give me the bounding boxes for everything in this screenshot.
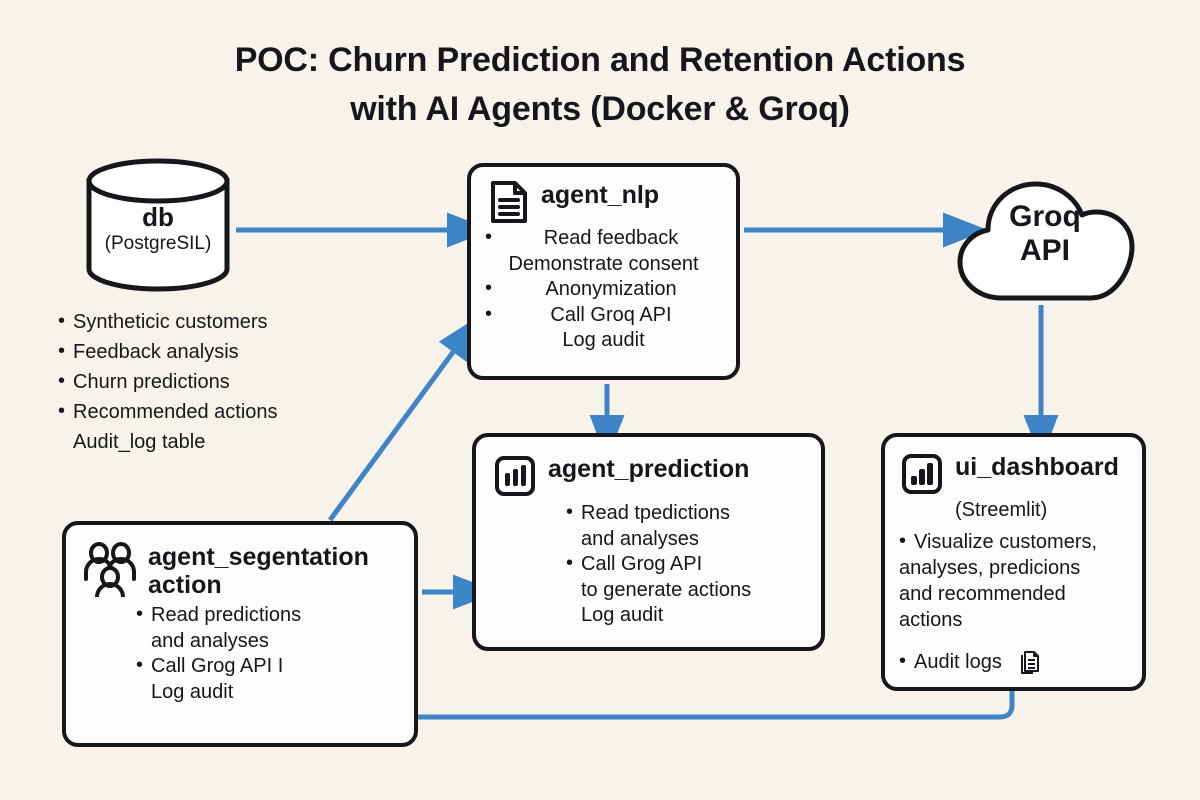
list-item: Recommended actions [58, 396, 388, 427]
agent-segmentation-title: agent_segentation action [148, 543, 369, 599]
list-item: Log audit [581, 604, 664, 627]
audit-logs-label: Audit logs [914, 651, 1002, 673]
list-item: Read predictions [136, 602, 400, 629]
agent-segmentation-header: agent_segentation action [82, 541, 400, 599]
list-item: Syntheticic customers [58, 306, 388, 337]
ui-dashboard-header: ui_dashboard [899, 451, 1130, 497]
database-cylinder-icon [86, 158, 230, 292]
db-name: db [142, 202, 174, 232]
list-item: Feedback analysis [58, 336, 388, 367]
link-agent-segmentation-to-ui-dashboard [418, 691, 1015, 720]
list-item: and recommended [899, 583, 1066, 605]
audit-logs-item: Audit logs [899, 648, 1130, 675]
list-item: to generate actions [581, 578, 752, 601]
node-db[interactable]: db (PostgreSIL) [84, 158, 232, 292]
list-item: actions [899, 609, 963, 631]
list-item: Audit_log table [73, 431, 206, 453]
documents-copy-icon [1018, 650, 1040, 674]
agent-segmentation-bullet-list: Read predictions and analyses Call Grog … [82, 602, 400, 705]
list-item: Anonymization [485, 276, 722, 303]
db-subtitle: (PostgreSIL) [104, 233, 212, 255]
groq-api-label: Groq API [1009, 200, 1081, 267]
agent-nlp-header: agent_nlp [485, 179, 722, 225]
list-item: Churn predictions [58, 366, 388, 397]
list-item: Read tpedictions [566, 500, 805, 527]
node-ui-dashboard[interactable]: ui_dashboard (Streemlit) Visualize custo… [881, 433, 1146, 691]
list-item: Read feedback [485, 225, 722, 252]
list-item: Demonstrate consent [508, 252, 699, 275]
node-agent-segmentation[interactable]: agent_segentation action Read prediction… [62, 521, 418, 747]
ui-dashboard-subtitle: (Streemlit) [955, 499, 1048, 521]
document-icon [485, 179, 531, 225]
agent-prediction-title: agent_prediction [548, 455, 750, 483]
agent-nlp-bullet-list: Read feedback Demonstrate consent Anonym… [485, 225, 722, 354]
node-agent-nlp[interactable]: agent_nlp Read feedback Demonstrate cons… [467, 163, 740, 380]
agent-nlp-title: agent_nlp [541, 181, 660, 209]
ui-dashboard-title: ui_dashboard [955, 453, 1119, 481]
db-label-group: db (PostgreSIL) [84, 202, 232, 256]
list-item: and analyses [151, 629, 269, 652]
list-item: Call Grog API I [136, 653, 400, 680]
page-title: POC: Churn Prediction and Retention Acti… [234, 41, 966, 129]
bar-chart-icon [492, 453, 538, 499]
list-item: Visualize customers, [899, 528, 1130, 555]
bar-chart-filled-icon [899, 451, 945, 497]
db-bullet-list: Syntheticic customers Feedback analysis … [58, 306, 388, 457]
arrow-agent-segmentation-to-agent-nlp [327, 315, 480, 522]
cloud-icon [957, 181, 1135, 301]
list-item: Log audit [151, 680, 234, 703]
node-agent-prediction[interactable]: agent_prediction Read tpedictions and an… [472, 433, 825, 651]
agent-prediction-bullet-list: Read tpedictions and analyses Call Grog … [492, 500, 805, 629]
node-groq-api[interactable]: Groq API [952, 170, 1138, 310]
list-item: analyses, predicions [899, 557, 1081, 579]
list-item: Call Groq API [485, 302, 722, 329]
ui-dashboard-bullet-list: Visualize customers, analyses, predicion… [899, 528, 1130, 675]
list-item: and analyses [581, 527, 699, 550]
agent-prediction-header: agent_prediction [492, 453, 805, 499]
list-item: Call Grog API [566, 551, 805, 578]
people-group-icon [82, 541, 138, 597]
list-item: Log audit [562, 329, 645, 352]
